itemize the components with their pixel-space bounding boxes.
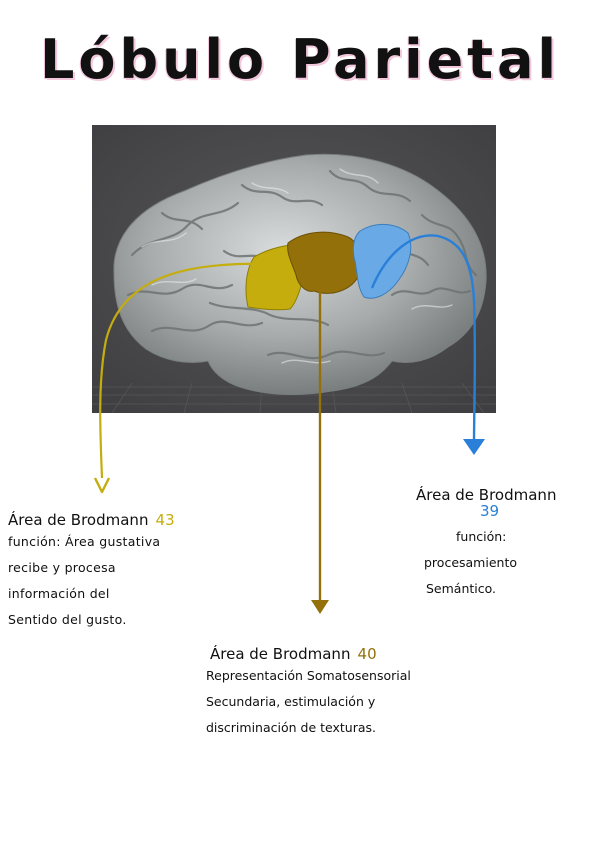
area-description-line: Sentido del gusto. (8, 612, 127, 627)
area-description-line: procesamiento (424, 555, 517, 570)
area-description-line: recibe y procesa (8, 560, 116, 575)
area-number: 40 (357, 645, 377, 663)
area-description-line: información del (8, 586, 110, 601)
brodmann-area-40-region (287, 231, 362, 294)
brodmann-area-40-note: Área de Brodmann 40 Representación Somat… (206, 644, 411, 741)
area-number: 43 (155, 511, 175, 529)
area-description-line: discriminación de texturas. (206, 720, 377, 735)
brodmann-area-39-note: Área de Brodmann 39 función: procesamien… (416, 486, 556, 602)
page-title: Lóbulo Parietal (39, 28, 561, 91)
area-description-line: función: Área gustativa (8, 534, 161, 549)
area-description-line: Secundaria, estimulación y (206, 694, 376, 709)
area-heading: Área de Brodmann (8, 511, 149, 529)
area-description-line: función: (456, 529, 507, 544)
area-number: 39 (480, 502, 500, 520)
area-heading: Área de Brodmann (416, 486, 557, 504)
area-heading: Área de Brodmann (210, 645, 351, 663)
brodmann-area-43-note: Área de Brodmann 43 función: Área gustat… (8, 510, 175, 633)
area-description-line: Semántico. (426, 581, 497, 596)
area-description-line: Representación Somatosensorial (206, 668, 411, 683)
brain-image (92, 125, 496, 413)
